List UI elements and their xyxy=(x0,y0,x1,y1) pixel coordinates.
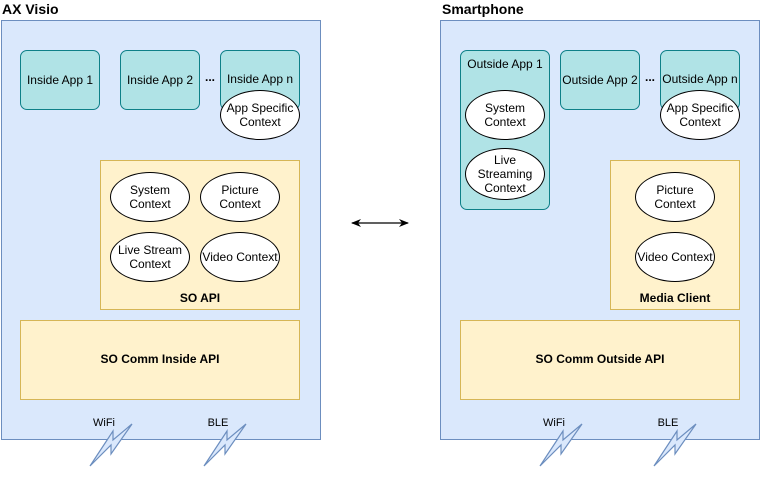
outside-apps-ellipsis: ... xyxy=(645,70,656,84)
outside-app-1-label: Outside App 1 xyxy=(467,57,543,71)
picture-context: Picture Context xyxy=(200,172,280,222)
outside-wifi-label: WiFi xyxy=(543,417,565,429)
outside-ble-signal-icon xyxy=(653,423,697,467)
apps-ellipsis: ... xyxy=(205,70,216,84)
so-comm-inside-api-label: SO Comm Inside API xyxy=(100,352,220,366)
inside-app-1: Inside App 1 xyxy=(20,50,100,110)
ble-signal-icon xyxy=(203,423,247,467)
wifi-signal-icon xyxy=(89,423,133,467)
so-comm-inside-api xyxy=(20,320,300,400)
inside-app-2: Inside App 2 xyxy=(120,50,200,110)
ble-label: BLE xyxy=(207,417,229,429)
so-comm-outside-api xyxy=(460,320,740,400)
app-specific-context: App Specific Context xyxy=(220,90,300,140)
media-video-context: Video Context xyxy=(635,232,715,282)
wifi-label: WiFi xyxy=(93,417,115,429)
outside-app-2: Outside App 2 xyxy=(560,50,640,110)
device-title-ax-visio: AX Visio xyxy=(2,1,59,17)
live-streaming-context: Live Streaming Context xyxy=(465,148,545,200)
device-title-smartphone: Smartphone xyxy=(442,1,524,17)
inside-app-n-label: Inside App n xyxy=(226,72,294,86)
outside-app-specific-context: App Specific Context xyxy=(660,90,740,140)
so-api-label: SO API xyxy=(179,291,221,305)
live-stream-context: Live Stream Context xyxy=(110,232,190,282)
outside-wifi-signal-icon xyxy=(539,423,583,467)
system-context: System Context xyxy=(110,172,190,222)
video-context: Video Context xyxy=(200,232,280,282)
media-client-label: Media Client xyxy=(639,291,711,305)
outside-ble-label: BLE xyxy=(657,417,679,429)
outside-app-n-label: Outside App n xyxy=(662,72,738,86)
media-picture-context: Picture Context xyxy=(635,172,715,222)
outside-system-context: System Context xyxy=(465,90,545,140)
so-comm-outside-api-label: SO Comm Outside API xyxy=(535,352,665,366)
